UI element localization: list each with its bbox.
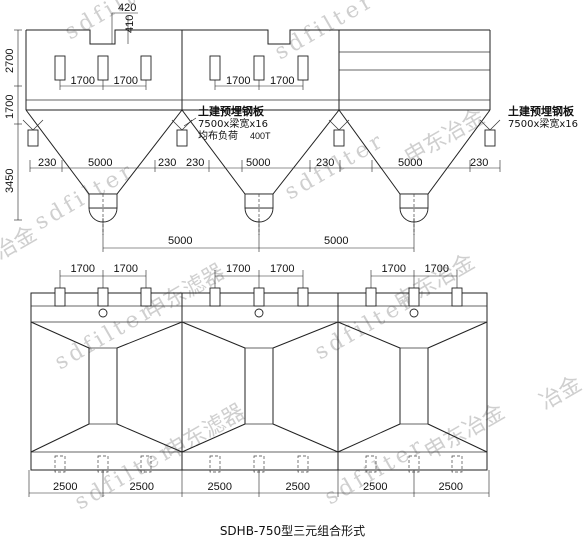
dim-1700-vertical: 1700 <box>4 95 16 119</box>
plan-2500-2: 2500 <box>130 481 154 493</box>
plan-1700-a-1: 1700 <box>71 263 95 275</box>
dim-2700: 2700 <box>4 49 16 73</box>
row-dim-7: 5000 <box>398 157 422 169</box>
plate-brace-l-1 <box>22 119 34 131</box>
dim-410: 410 <box>124 15 136 33</box>
bag-cylinder-2-2 <box>253 55 265 81</box>
watermark-en-2: sdfilter <box>271 0 380 65</box>
plan-top-bag-2-2 <box>253 287 265 307</box>
row-dim-4: 230 <box>186 157 204 169</box>
plate-brace-r-1 <box>32 119 44 131</box>
elev-1700-a-1: 1700 <box>71 75 95 87</box>
embedded-plate-4 <box>484 129 496 147</box>
watermark-cn-3: 申东冶金 <box>391 250 480 316</box>
plan-port-circle-3 <box>409 308 419 318</box>
row-dim-2: 5000 <box>88 157 112 169</box>
plan-1700-a-3: 1700 <box>382 263 406 275</box>
plan-top-bag-2-1 <box>209 287 221 307</box>
plan-hopper-right-3 <box>427 321 488 453</box>
watermark-cn-6: 冶金 <box>0 222 41 266</box>
plan-bottom-bag-1-1 <box>54 455 66 473</box>
bag-cylinder-1-1 <box>54 55 66 81</box>
bag-cylinder-2-3 <box>297 55 309 81</box>
plan-hopper-left-3 <box>337 321 401 453</box>
embedded-plate-3 <box>333 129 345 147</box>
row-dim-6: 230 <box>316 157 334 169</box>
plate-brace-l-3 <box>328 119 340 131</box>
outlet-dim-5000-1: 5000 <box>168 235 192 247</box>
plan-2500-1: 2500 <box>53 481 77 493</box>
load-label: 均布负荷 <box>198 129 238 142</box>
elev-1700-a-2: 1700 <box>226 75 250 87</box>
bag-cylinder-1-3 <box>140 55 152 81</box>
plan-top-bag-3-1 <box>365 287 377 307</box>
outlet-dim-5000-2: 5000 <box>324 235 348 247</box>
plan-2500-6: 2500 <box>439 481 463 493</box>
leader-line-1 <box>183 117 197 127</box>
plan-port-circle-1 <box>98 308 108 318</box>
plan-top-bag-1-3 <box>140 287 152 307</box>
bag-cylinder-1-2 <box>97 55 109 81</box>
plan-bottom-bag-2-1 <box>209 455 221 473</box>
watermark-cn-7: 冶金 <box>536 372 585 416</box>
dim-420: 420 <box>118 2 136 14</box>
plan-1700-a-2: 1700 <box>226 263 250 275</box>
plan-port-circle-2 <box>254 308 264 318</box>
plate-brace-l-2 <box>171 119 183 131</box>
row-dim-3: 230 <box>158 157 176 169</box>
plan-bottom-bag-2-3 <box>297 455 309 473</box>
plate-brace-r-4 <box>489 119 501 131</box>
plate-brace-r-3 <box>338 119 350 131</box>
drawing-caption: SDHB-750型三元组合形式 <box>219 524 366 538</box>
plan-2500-5: 2500 <box>363 481 387 493</box>
plan-1700-b-2: 1700 <box>270 263 294 275</box>
plan-top-bag-3-2 <box>408 287 420 307</box>
drawing-canvas: sdfilter sdfilter sdfilter sdfilter sdfi… <box>0 0 585 515</box>
elev-1700-b-1: 1700 <box>114 75 138 87</box>
watermark-cn-5: 申东冶金 <box>421 400 510 466</box>
row-dim-1: 230 <box>38 157 56 169</box>
plan-hopper-left-1 <box>30 321 90 453</box>
elev-1700-b-2: 1700 <box>270 75 294 87</box>
plate-size-label-1: 7500x梁宽x16 <box>198 117 268 130</box>
plan-top-bag-1-2 <box>97 287 109 307</box>
plan-hopper-right-1 <box>116 321 183 453</box>
plate-size-label-2: 7500x梁宽x16 <box>508 117 578 130</box>
plan-hopper-left-2 <box>181 321 246 453</box>
dim-3450: 3450 <box>4 169 16 193</box>
plan-bottom-bag-1-3 <box>140 455 152 473</box>
plan-1700-b-1: 1700 <box>114 263 138 275</box>
watermark-en-3: sdfilter <box>31 158 140 236</box>
embedded-plate-label-1: 土建预埋钢板 <box>198 104 265 118</box>
plan-bottom-bag-3-3 <box>451 455 463 473</box>
plan-bottom-bag-3-1 <box>365 455 377 473</box>
plan-view: 1700 1700 1700 1700 1700 1700 2500 2500 2500 250… <box>28 263 490 497</box>
bag-cylinder-2-1 <box>209 55 221 81</box>
plan-top-bag-2-3 <box>297 287 309 307</box>
embedded-plate-1 <box>27 129 39 147</box>
watermark-cn-4: 申东滤器 <box>161 400 250 466</box>
plan-hopper-right-2 <box>272 321 339 453</box>
watermark-en-8: sdfilter <box>321 433 430 511</box>
plan-top-bag-1-1 <box>54 287 66 307</box>
embedded-plate-label-2: 土建预埋钢板 <box>508 104 575 118</box>
plan-1700-b-3: 1700 <box>425 263 449 275</box>
plate-brace-l-4 <box>479 119 491 131</box>
embedded-plate-2 <box>176 129 188 147</box>
load-value: 400T <box>250 131 271 141</box>
plan-2500-3: 2500 <box>208 481 232 493</box>
row-dim-8: 230 <box>470 157 488 169</box>
plan-2500-4: 2500 <box>286 481 310 493</box>
plan-top-bag-3-3 <box>451 287 463 307</box>
row-dim-5: 5000 <box>246 157 270 169</box>
